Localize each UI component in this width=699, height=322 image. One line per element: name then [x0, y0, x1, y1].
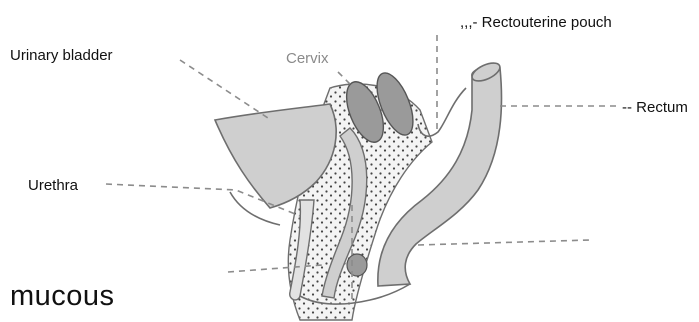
- label-rectum: -- Rectum: [622, 99, 688, 116]
- caption-text: mucous: [10, 282, 115, 311]
- label-rectouterine-pouch: ,,,- Rectouterine pouch: [460, 14, 612, 31]
- label-urinary-bladder: Urinary bladder: [10, 47, 113, 64]
- leader-cervix: [338, 72, 352, 86]
- leader-bottom-right: [418, 240, 590, 245]
- label-urethra: Urethra: [28, 177, 79, 194]
- leader-urinary-bladder: [180, 60, 268, 118]
- label-cervix: Cervix: [286, 50, 329, 67]
- anal-sphincter-shape: [347, 254, 367, 276]
